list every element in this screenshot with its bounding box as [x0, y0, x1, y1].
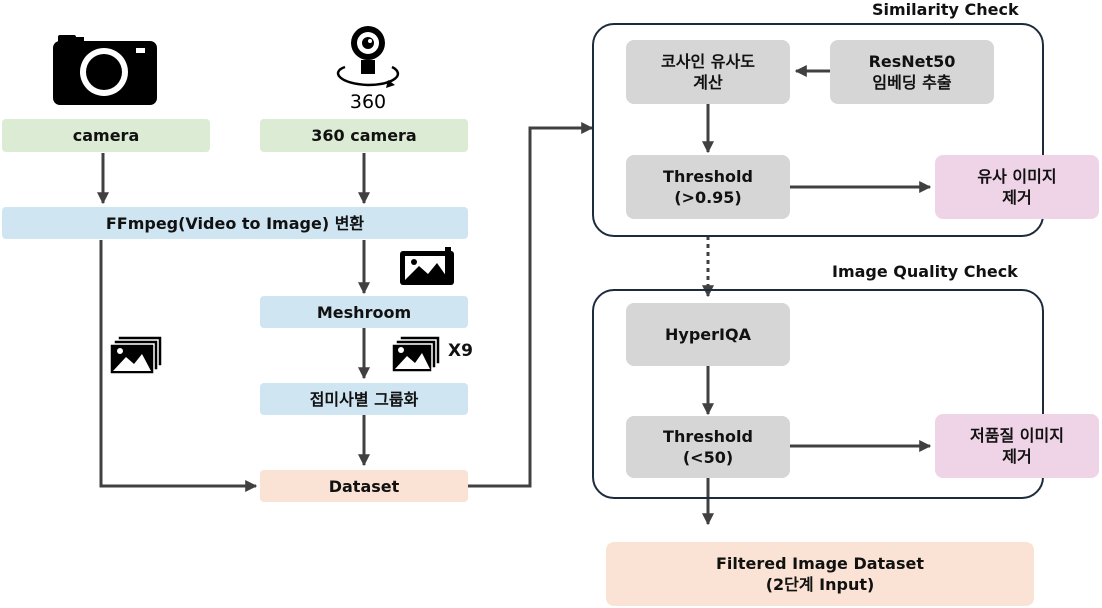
grouping-label: 접미사별 그룹화 — [309, 389, 419, 409]
camera-360-label: 360 — [350, 91, 386, 113]
quality-threshold-line-1: Threshold — [663, 427, 753, 446]
similarity-threshold-line-1: Threshold — [663, 167, 753, 186]
quality-check-group — [592, 289, 1044, 499]
arrow-ffmpeg-to-dataset — [99, 240, 258, 492]
cosine-line-2: 계산 — [693, 73, 723, 92]
ffmpeg-box: FFmpeg(Video to Image) 변환 — [2, 207, 468, 239]
similar-image-removal-box: 유사 이미지 제거 — [935, 155, 1099, 219]
camera-box: camera — [2, 119, 210, 152]
output-line-1: Filtered Image Dataset — [715, 554, 924, 573]
camera-360-box: 360 camera — [260, 119, 468, 152]
images-stack-icon — [391, 335, 441, 373]
grouping-box: 접미사별 그룹화 — [260, 383, 468, 415]
images-stack-icon — [109, 335, 163, 375]
quality-threshold-line-2: (<50) — [682, 448, 734, 467]
meshroom-box: Meshroom — [260, 296, 468, 328]
arrow-dataset-to-similarity — [468, 122, 594, 488]
multiplier-label: X9 — [448, 341, 473, 361]
resnet-embedding-box: ResNet50 임베딩 추출 — [830, 40, 994, 104]
quality-threshold-box: Threshold (<50) — [626, 416, 790, 478]
similar-remove-line-1: 유사 이미지 — [977, 167, 1057, 186]
cosine-line-1: 코사인 유사도 — [661, 52, 755, 71]
similarity-check-group — [592, 23, 1044, 237]
ffmpeg-label: FFmpeg(Video to Image) 변환 — [105, 213, 365, 233]
resnet-line-2: 임베딩 추출 — [872, 73, 952, 92]
output-line-2: (2단계 Input) — [765, 575, 875, 594]
dataset-label: Dataset — [328, 476, 400, 496]
lowquality-remove-line-1: 저품질 이미지 — [970, 426, 1064, 445]
camera-icon — [53, 35, 157, 105]
filtered-dataset-box: Filtered Image Dataset (2단계 Input) — [606, 542, 1034, 606]
lowquality-remove-line-2: 제거 — [1002, 447, 1032, 466]
camera-360-box-label: 360 camera — [311, 126, 417, 145]
quality-check-title: Image Quality Check — [832, 262, 1018, 281]
meshroom-label: Meshroom — [316, 302, 412, 322]
camera-360-icon: 360 — [337, 26, 400, 113]
image-icon — [400, 247, 454, 285]
resnet-line-1: ResNet50 — [868, 52, 956, 71]
similar-remove-line-2: 제거 — [1002, 188, 1032, 207]
camera-label: camera — [72, 126, 140, 145]
similarity-check-title: Similarity Check — [872, 0, 1019, 19]
connector-arrows — [97, 65, 932, 526]
similarity-threshold-line-2: (>0.95) — [674, 188, 742, 207]
hyperiqa-box: HyperIQA — [626, 303, 790, 366]
hyperiqa-label: HyperIQA — [665, 325, 751, 344]
cosine-similarity-box: 코사인 유사도 계산 — [626, 40, 790, 104]
dataset-box: Dataset — [260, 470, 468, 502]
similarity-threshold-box: Threshold (>0.95) — [626, 155, 790, 219]
low-quality-removal-box: 저품질 이미지 제거 — [935, 414, 1099, 478]
